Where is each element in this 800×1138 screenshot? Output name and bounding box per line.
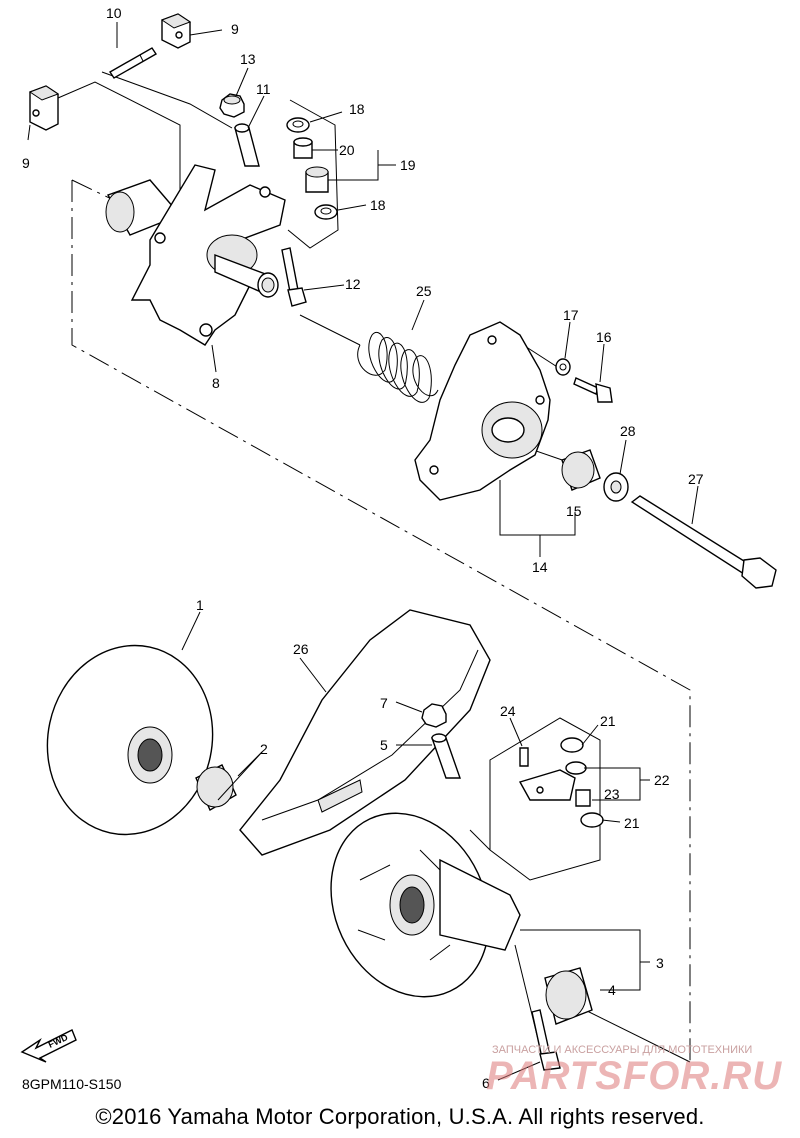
label-15: 15 (566, 503, 582, 519)
label-4: 4 (608, 982, 616, 998)
part-10-pin (109, 47, 157, 79)
part-13-nut (219, 93, 245, 118)
part-6-bolt (531, 1009, 561, 1071)
fwd-direction-arrow: FWD (20, 1029, 77, 1063)
label-23: 23 (604, 786, 620, 802)
part-8-spider-hub (105, 164, 286, 346)
part-22-weight-arm (518, 761, 587, 801)
label-10: 10 (106, 5, 122, 21)
label-16: 16 (596, 329, 612, 345)
label-26: 26 (293, 641, 309, 657)
label-21-upper: 21 (600, 713, 616, 729)
part-9-slider-upper (160, 13, 192, 49)
part-18-washer-upper (286, 117, 310, 133)
label-18-upper: 18 (349, 101, 365, 117)
label-22: 22 (654, 772, 670, 788)
part-14-cover-plate (414, 321, 551, 501)
label-27: 27 (688, 471, 704, 487)
part-15-bushing (561, 449, 601, 491)
label-13: 13 (240, 51, 256, 67)
watermark-brand: PARTSFOR.RU (486, 1054, 783, 1098)
copyright-notice: ©2016 Yamaha Motor Corporation, U.S.A. A… (95, 1104, 705, 1129)
part-26-v-belt (239, 609, 491, 856)
label-7: 7 (380, 695, 388, 711)
part-2-bushing (195, 764, 237, 811)
label-25: 25 (416, 283, 432, 299)
label-14: 14 (532, 559, 548, 575)
part-27-long-bolt (630, 495, 777, 589)
leader-lines (27, 22, 699, 1081)
label-11: 11 (256, 81, 271, 97)
label-2: 2 (260, 741, 268, 757)
part-18-washer-lower (314, 204, 338, 220)
label-24: 24 (500, 703, 516, 719)
diagram-code: 8GPM110-S150 (22, 1076, 122, 1092)
part-3-movable-sheave (330, 812, 521, 998)
label-5: 5 (380, 737, 388, 753)
part-9-slider-lower (28, 85, 60, 131)
label-18-lower: 18 (370, 197, 386, 213)
part-28-washer (603, 472, 629, 502)
label-8: 8 (212, 375, 220, 391)
part-19-roller (305, 166, 329, 193)
watermark-subtitle: ЗАПЧАСТИ И АКСЕССУАРЫ ДЛЯ МОТОТЕХНИКИ (492, 1044, 753, 1056)
part-16-bolt (573, 377, 613, 403)
label-3: 3 (656, 955, 664, 971)
part-20-bushing (293, 137, 313, 159)
part-23-roller (575, 789, 591, 807)
part-7-nut (421, 703, 447, 728)
label-9-lower: 9 (22, 155, 30, 171)
part-5-collar (431, 733, 461, 779)
label-9-upper: 9 (231, 21, 239, 37)
label-12: 12 (345, 276, 361, 292)
part-12-bolt (281, 247, 307, 307)
label-1: 1 (196, 597, 204, 613)
part-25-spring (357, 332, 439, 403)
part-labels: 10 9 9 13 11 18 20 19 18 12 25 8 17 16 2… (22, 5, 704, 1091)
part-1-fixed-sheave (46, 644, 214, 836)
part-21-washer-upper (560, 737, 584, 753)
label-28: 28 (620, 423, 636, 439)
part-11-collar (234, 123, 260, 167)
part-21-washer-lower (580, 812, 604, 828)
label-17: 17 (563, 307, 579, 323)
label-19: 19 (400, 157, 416, 173)
part-4-bushing (544, 967, 593, 1025)
part-17-washer (555, 358, 571, 376)
label-20: 20 (339, 142, 355, 158)
part-24-pin (519, 747, 529, 767)
label-6: 6 (482, 1075, 490, 1091)
label-21-lower: 21 (624, 815, 640, 831)
